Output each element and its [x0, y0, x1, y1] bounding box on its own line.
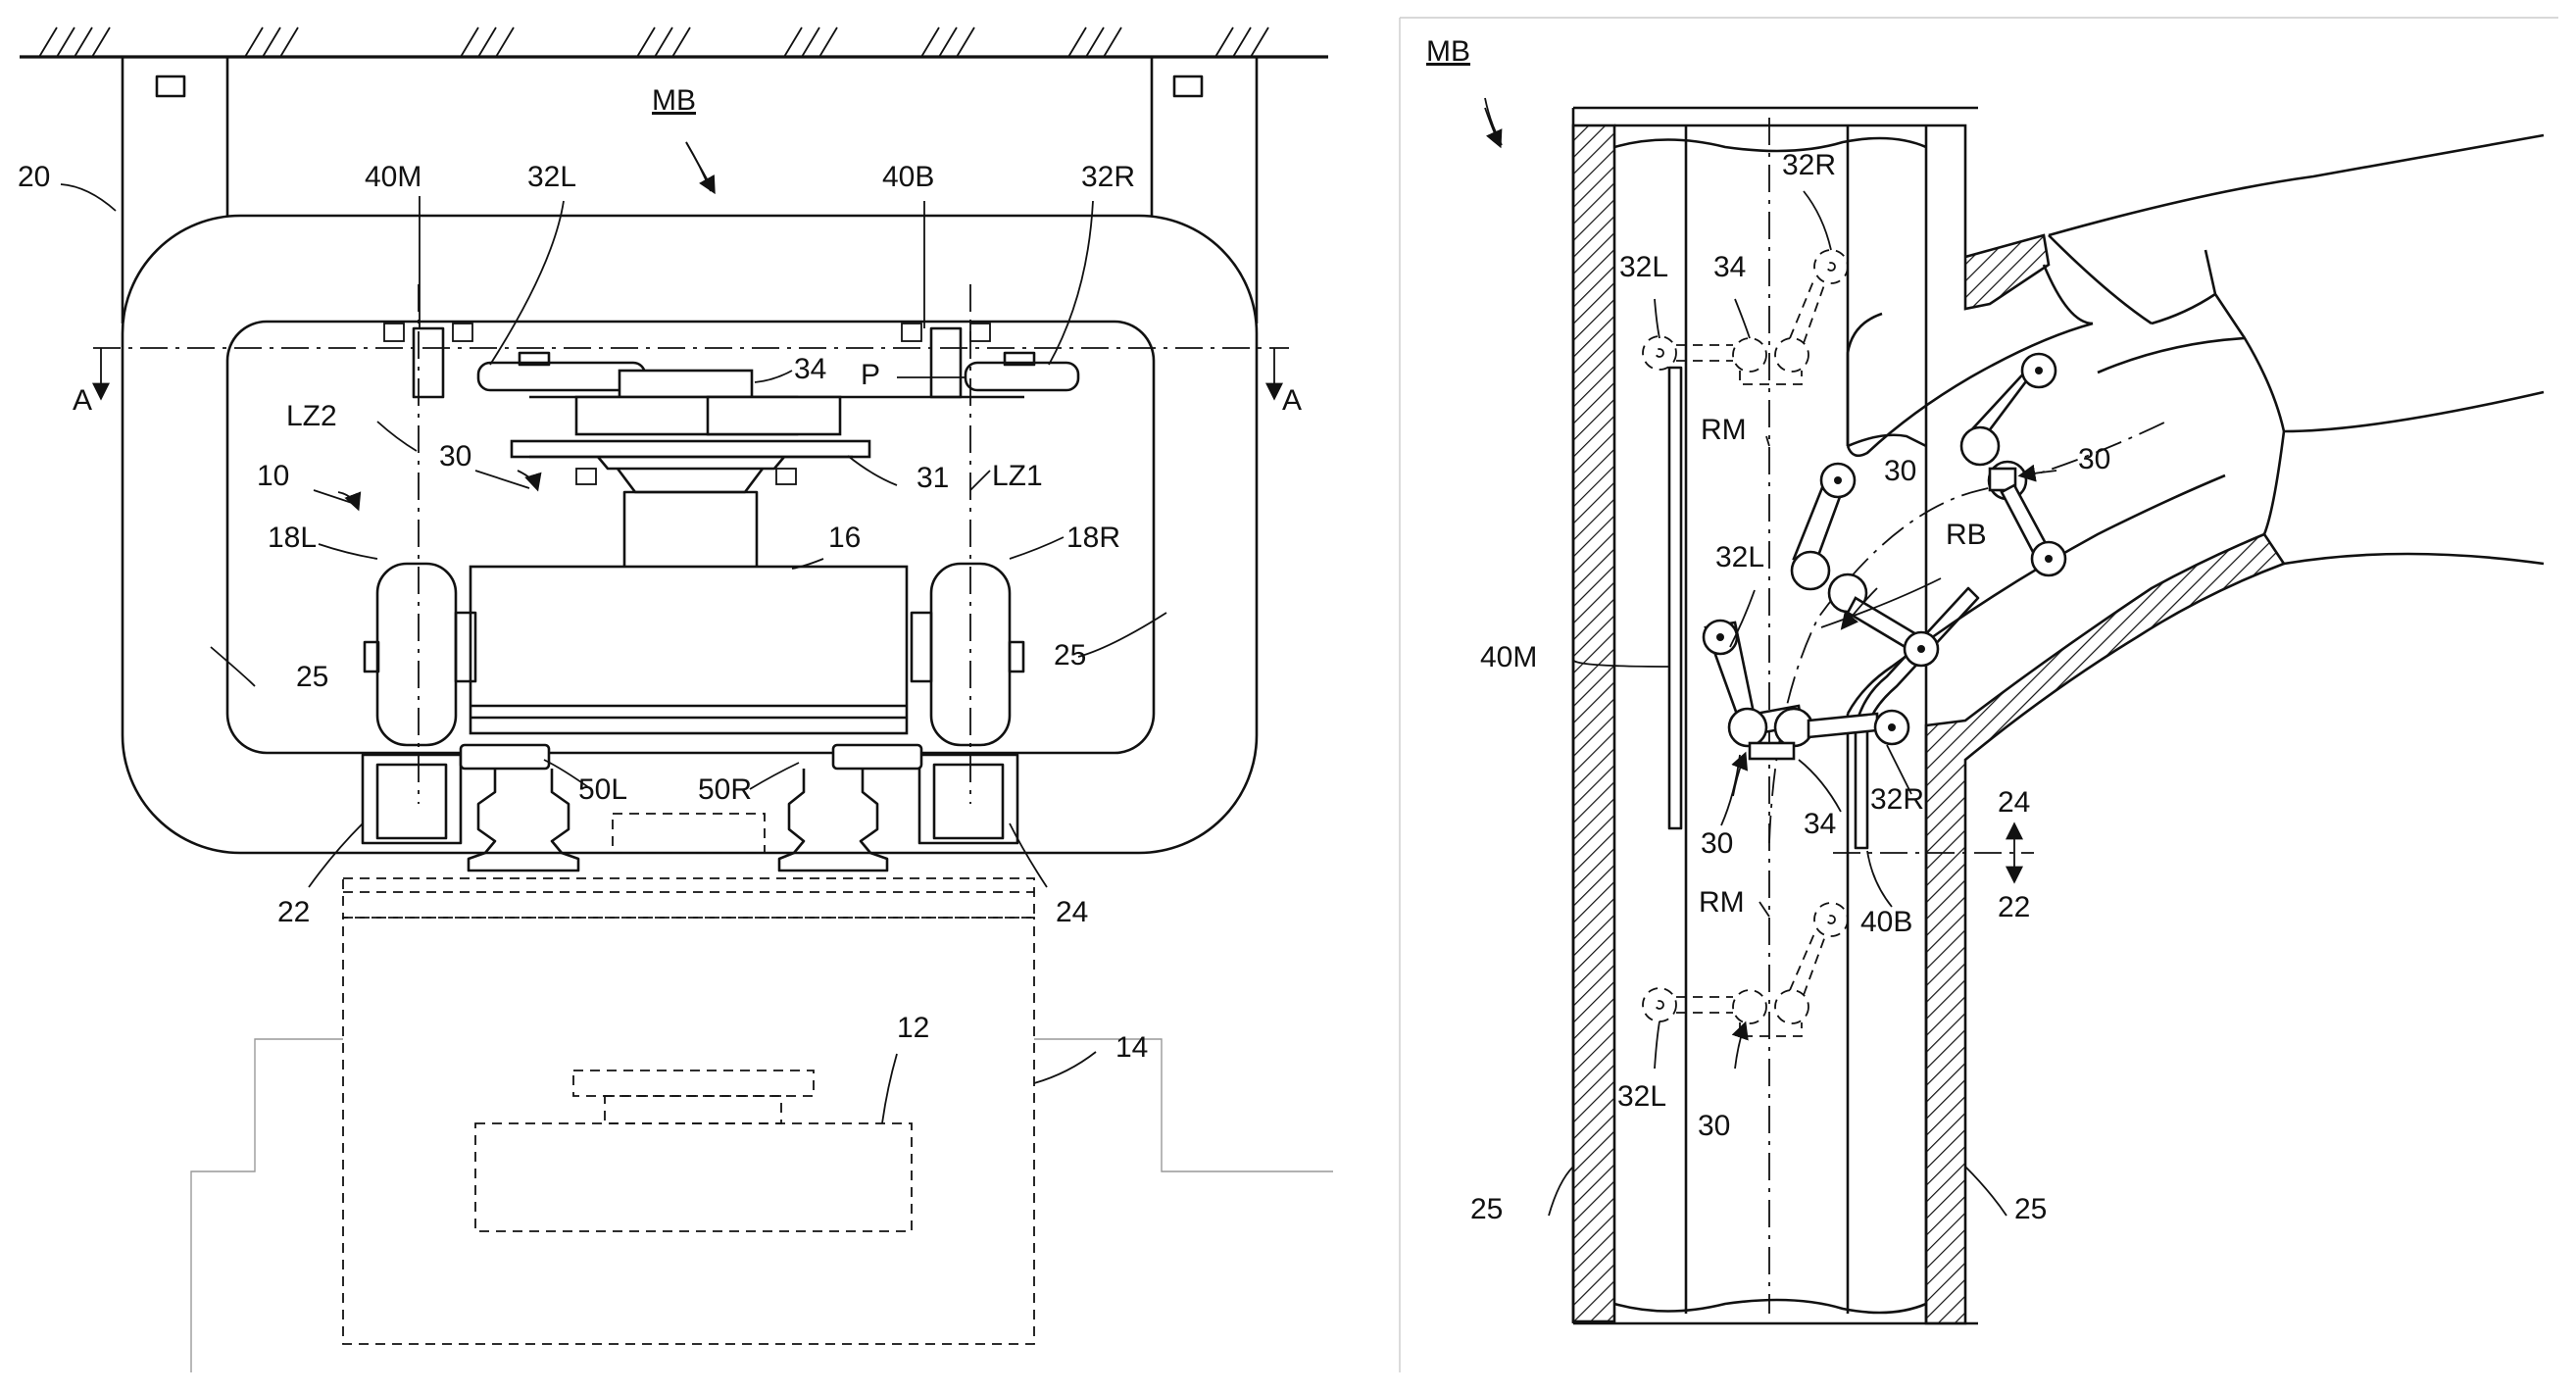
- label-50r: 50R: [698, 773, 752, 806]
- rail-22: [361, 753, 463, 845]
- label-18r: 18R: [1066, 522, 1120, 554]
- label-rm-top: RM: [1701, 414, 1747, 446]
- label-14: 14: [1115, 1031, 1148, 1064]
- support-left: [467, 769, 580, 872]
- wall-25-left: [1571, 124, 1616, 1323]
- labels-left: MB 20 40M 32L 40B 32R A A 34 P LZ2 30 31…: [18, 84, 1302, 1064]
- label-32l-top: 32L: [1619, 251, 1668, 283]
- label-30-b: 30: [2078, 443, 2110, 475]
- column-16: [622, 490, 759, 571]
- label-32r-top: 32R: [1782, 149, 1836, 181]
- swing-block-34: [618, 369, 754, 402]
- carriage-30-lower: [1702, 619, 1910, 761]
- support-right: [777, 769, 889, 872]
- rail-housing-inner: [225, 320, 1156, 755]
- label-30: 30: [439, 440, 471, 473]
- label-34-top: 34: [1713, 251, 1746, 283]
- wall-25-upper-right: [1926, 124, 2051, 311]
- carriage-top-dashed: [1642, 249, 1849, 385]
- leader-lines-left: [60, 141, 1167, 1124]
- label-22: 22: [277, 896, 310, 928]
- label-32l-mid: 32L: [1715, 541, 1764, 573]
- body-16: [469, 565, 909, 735]
- label-31: 31: [916, 462, 949, 494]
- label-12: 12: [897, 1012, 929, 1044]
- label-p: P: [861, 359, 880, 391]
- arm-block-left: [574, 395, 711, 436]
- label-lz2: LZ2: [286, 400, 337, 432]
- ceiling-hatch: [38, 26, 1269, 58]
- label-22: 22: [1998, 891, 2030, 923]
- label-32r: 32R: [1081, 161, 1135, 193]
- label-a-left: A: [73, 384, 92, 417]
- rail-24: [917, 753, 1019, 845]
- frame-post-right: [1150, 57, 1259, 324]
- roller-50l: [459, 743, 551, 771]
- label-25-right: 25: [1054, 639, 1086, 672]
- rail-housing-outer: [121, 214, 1259, 855]
- load-14: [342, 917, 1035, 1345]
- label-rb: RB: [1946, 519, 1987, 551]
- branch-inner-lower: [1846, 473, 2226, 715]
- plate-31: [510, 439, 871, 459]
- label-34-mid: 34: [1804, 808, 1836, 840]
- label-30-a: 30: [1884, 455, 1916, 487]
- label-lz1: LZ1: [992, 460, 1043, 492]
- label-30-c: 30: [1701, 827, 1733, 860]
- labels-right: MB 32R 32L 34 RM 30 30 RB 32L 40M 30 34 …: [1426, 35, 2110, 1225]
- label-25-left: 25: [1470, 1193, 1503, 1225]
- label-25-left: 25: [296, 661, 328, 693]
- label-40m: 40M: [365, 161, 421, 193]
- label-40b: 40B: [1860, 906, 1912, 938]
- carriage-30-branch: [1959, 352, 2067, 577]
- branch-inner-upper: [1846, 322, 2094, 458]
- label-mb: MB: [652, 84, 696, 117]
- label-50l: 50L: [578, 773, 627, 806]
- label-rm-bottom: RM: [1699, 886, 1745, 919]
- guide-40b: [929, 326, 963, 399]
- carriage-bottom-dashed: [1642, 902, 1849, 1037]
- mount-31: [597, 456, 785, 471]
- branch-outer-top: [2048, 133, 2545, 237]
- load-top-plate: [342, 877, 1035, 919]
- roller-50r: [831, 743, 923, 771]
- label-16: 16: [828, 522, 861, 554]
- label-30-d: 30: [1698, 1110, 1730, 1142]
- label-24: 24: [1056, 896, 1088, 928]
- label-32l-bottom: 32L: [1617, 1080, 1666, 1113]
- roller-32r: [964, 361, 1080, 392]
- label-40m: 40M: [1480, 641, 1537, 673]
- leader-lines-right: [1484, 97, 2007, 1217]
- label-18l: 18L: [268, 522, 317, 554]
- label-10: 10: [257, 460, 289, 492]
- bolt-top-left: [155, 75, 186, 98]
- figure-left-cross-section: [20, 26, 1333, 1372]
- label-25-right: 25: [2014, 1193, 2047, 1225]
- guide-40m: [1667, 366, 1683, 830]
- figure-right-plan-view: [1399, 17, 2558, 1372]
- bolt-top-right: [1172, 75, 1204, 98]
- label-a-right: A: [1282, 384, 1302, 417]
- label-20: 20: [18, 161, 50, 193]
- guide-40m: [412, 326, 445, 399]
- item-12: [474, 1122, 913, 1232]
- center-block-dashed: [612, 813, 766, 854]
- arm-block-right: [706, 395, 842, 436]
- label-40b: 40B: [882, 161, 934, 193]
- label-32l: 32L: [527, 161, 576, 193]
- label-24: 24: [1998, 786, 2030, 819]
- carriage-30-upper: [1790, 462, 1940, 668]
- wall-25-lower-right: [1924, 532, 2286, 1325]
- label-32r-mid: 32R: [1870, 783, 1924, 816]
- label-34: 34: [794, 353, 826, 385]
- frame-post-left: [121, 57, 229, 324]
- label-mb-right: MB: [1426, 35, 1470, 68]
- wheel-18l: [375, 562, 458, 747]
